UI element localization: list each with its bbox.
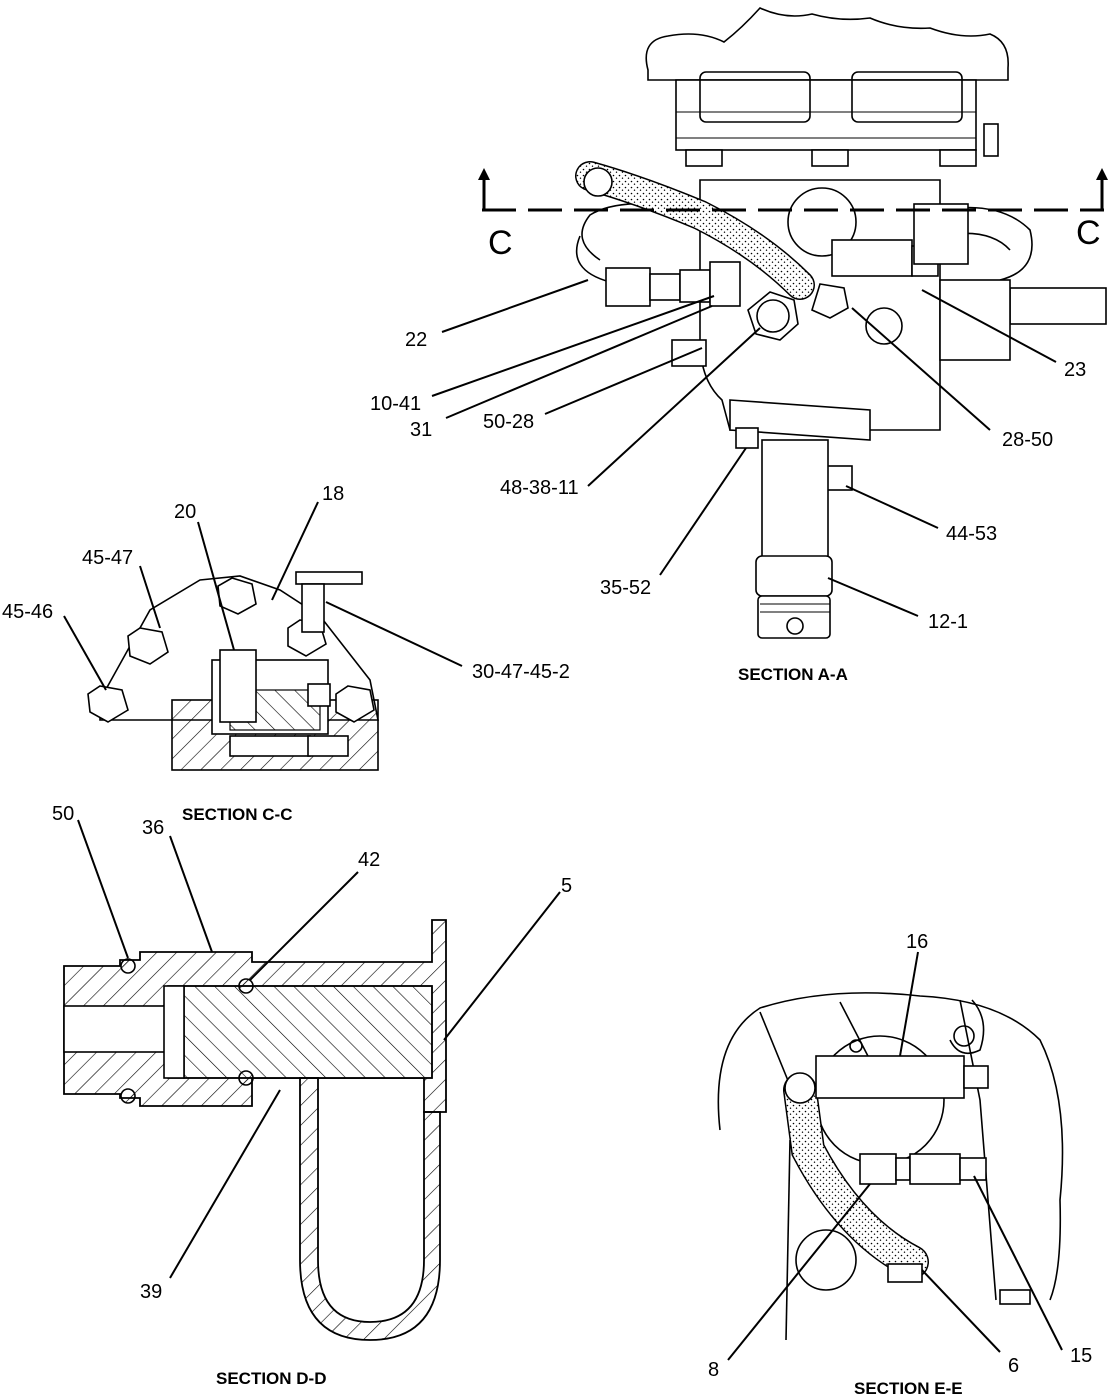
callout-5: 5 <box>561 875 572 897</box>
callout-10-41: 10-41 <box>370 393 421 415</box>
section-e-view: 16 15 6 8 SECTION E-E <box>708 931 1092 1398</box>
cut-mark-left: C <box>488 224 513 262</box>
callout-18: 18 <box>322 483 344 505</box>
callout-50: 50 <box>52 803 74 825</box>
callout-39: 39 <box>140 1281 162 1303</box>
callout-35-52: 35-52 <box>600 577 651 599</box>
callout-50-28: 50-28 <box>483 411 534 433</box>
section-e-title: SECTION E-E <box>854 1379 963 1398</box>
section-d-view: 50 36 42 5 39 SECTION D-D <box>52 803 572 1388</box>
callout-16: 16 <box>906 931 928 953</box>
callout-44-53: 44-53 <box>946 523 997 545</box>
callout-6: 6 <box>1008 1355 1019 1377</box>
callout-31: 31 <box>410 419 432 441</box>
callout-45-46: 45-46 <box>2 601 53 623</box>
callout-45-47: 45-47 <box>82 547 133 569</box>
section-c-view: 18 20 45-47 45-46 30-47-45-2 SECTION C-C <box>2 483 570 824</box>
callout-20: 20 <box>174 501 196 523</box>
callout-42: 42 <box>358 849 380 871</box>
cut-mark-right: C <box>1076 214 1101 252</box>
section-c-title: SECTION C-C <box>182 805 293 824</box>
section-a-title: SECTION A-A <box>738 665 848 684</box>
callout-30-47-45-2: 30-47-45-2 <box>472 661 570 683</box>
section-a-view: C C 22 10-41 31 50-28 48-38-11 35-52 23 … <box>370 7 1108 684</box>
callout-12-1: 12-1 <box>928 611 968 633</box>
callout-28-50: 28-50 <box>1002 429 1053 451</box>
callout-22: 22 <box>405 329 427 351</box>
callout-8: 8 <box>708 1359 719 1381</box>
callout-36: 36 <box>142 817 164 839</box>
section-d-title: SECTION D-D <box>216 1369 327 1388</box>
callout-48-38-11: 48-38-11 <box>500 477 579 499</box>
callout-15: 15 <box>1070 1345 1092 1367</box>
callout-23: 23 <box>1064 359 1086 381</box>
